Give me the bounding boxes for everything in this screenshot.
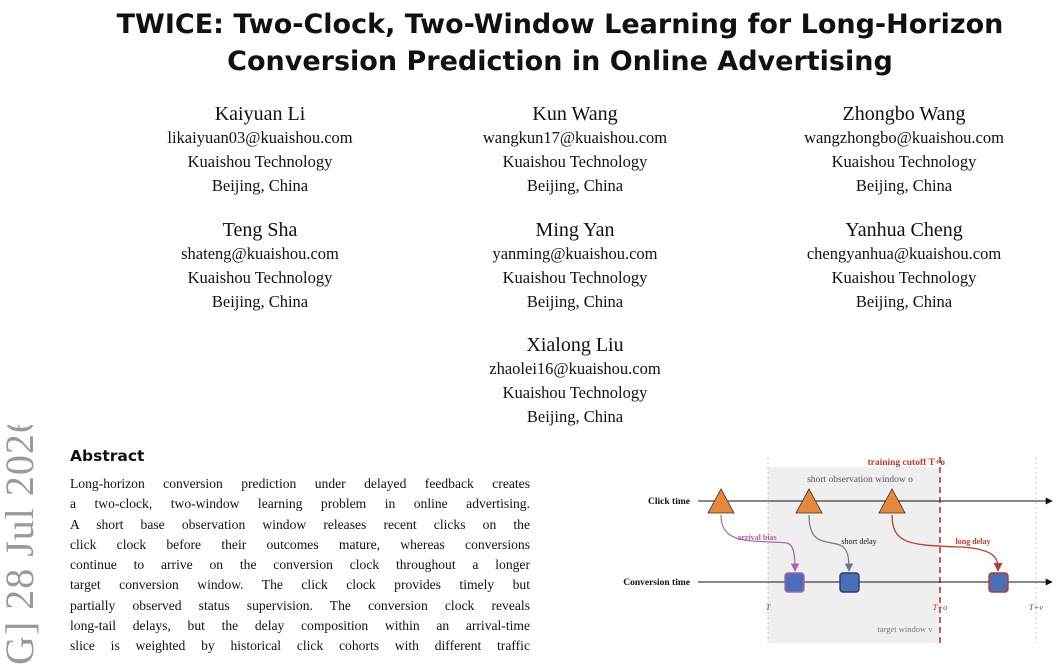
author-affiliation: Kuaishou Technology	[831, 152, 977, 171]
tick-t-plus-v: T+v	[1029, 602, 1043, 612]
author-affiliation: Kuaishou Technology	[187, 268, 333, 287]
author-email: zhaolei16@kuaishou.com	[489, 359, 661, 378]
abstract-line: a two-clock, two-window learning problem…	[70, 496, 530, 512]
click-time-label: Click time	[648, 497, 690, 507]
short-window-label: short observation window o	[807, 475, 913, 485]
author-name: Yanhua Cheng	[845, 219, 963, 241]
author-location: Beijing, China	[526, 407, 624, 426]
tick-t-plus-o: T+o	[933, 602, 948, 612]
title-line-1: TWICE: Two-Clock, Two-Window Learning fo…	[116, 9, 1004, 40]
abstract-line: partially observed status supervision. T…	[70, 597, 530, 613]
author-affiliation: Kuaishou Technology	[502, 268, 648, 287]
author-card: Teng Sha shateng@kuaishou.com Kuaishou T…	[110, 218, 410, 314]
training-cutoff-label: training cutoff T+o	[867, 458, 945, 468]
author-name: Zhongbo Wang	[842, 103, 966, 125]
conversion-event-marker	[839, 572, 860, 593]
abstract-line: A short base observation window releases…	[70, 516, 530, 532]
author-email: shateng@kuaishou.com	[181, 244, 339, 263]
author-affiliation: Kuaishou Technology	[187, 152, 333, 171]
click-event-marker	[878, 488, 906, 514]
conversion-event-marker	[784, 572, 805, 593]
arxiv-stamp: G] 28 Jul 2026	[0, 425, 54, 667]
author-affiliation: Kuaishou Technology	[502, 152, 648, 171]
author-email: wangkun17@kuaishou.com	[482, 128, 668, 147]
click-event-marker	[707, 488, 735, 514]
author-card: Kun Wang wangkun17@kuaishou.com Kuaishou…	[425, 102, 725, 198]
author-location: Beijing, China	[855, 176, 953, 195]
author-location: Beijing, China	[526, 292, 624, 311]
arrival-bias-arrow	[720, 514, 800, 572]
abstract-line: slice is weighted by historical click co…	[70, 638, 530, 654]
author-card: Ming Yan yanming@kuaishou.com Kuaishou T…	[425, 218, 725, 314]
arrival-bias-label: arrival bias	[737, 533, 776, 542]
target-window-label: target window v	[877, 624, 933, 634]
abstract-body: Long-horizon conversion prediction under…	[70, 474, 530, 657]
author-location: Beijing, China	[211, 176, 309, 195]
abstract-line: long-tail delays, but the delay composit…	[70, 618, 530, 634]
author-email: likaiyuan03@kuaishou.com	[167, 128, 353, 147]
author-location: Beijing, China	[211, 292, 309, 311]
author-card: Kaiyuan Li likaiyuan03@kuaishou.com Kuai…	[110, 102, 410, 198]
conversion-time-label: Conversion time	[623, 578, 690, 588]
abstract-heading: Abstract	[70, 447, 145, 465]
paper-title: TWICE: Two-Clock, Two-Window Learning fo…	[60, 6, 1059, 80]
conversion-event-marker	[988, 572, 1009, 593]
long-delay-arrow	[891, 514, 1003, 572]
abstract-line: Long-horizon conversion prediction under…	[70, 476, 530, 491]
tick-t: T	[766, 602, 772, 612]
author-name: Kaiyuan Li	[214, 103, 306, 125]
author-name: Kun Wang	[532, 103, 618, 125]
arxiv-stamp-text: G] 28 Jul 2026	[0, 425, 42, 665]
author-name: Ming Yan	[535, 219, 615, 241]
author-name: Teng Sha	[222, 219, 298, 241]
author-location: Beijing, China	[526, 176, 624, 195]
click-event-marker	[795, 488, 823, 514]
abstract-line: click clock before their outcomes mature…	[70, 536, 530, 552]
author-card: Xialong Liu zhaolei16@kuaishou.com Kuais…	[425, 333, 725, 429]
author-affiliation: Kuaishou Technology	[831, 268, 977, 287]
author-email: yanming@kuaishou.com	[492, 244, 658, 263]
title-line-2: Conversion Prediction in Online Advertis…	[227, 46, 893, 77]
author-email: wangzhongbo@kuaishou.com	[804, 128, 1004, 147]
observation-window-region	[768, 467, 940, 643]
timeline-figure: training cutoff T+o short observation wi…	[623, 457, 1053, 643]
author-location: Beijing, China	[855, 292, 953, 311]
author-affiliation: Kuaishou Technology	[502, 383, 648, 402]
abstract-line: target conversion window. The click cloc…	[70, 577, 530, 593]
abstract-line: continue to arrive on the conversion clo…	[70, 557, 530, 573]
short-delay-label: short delay	[841, 537, 876, 546]
author-email: chengyanhua@kuaishou.com	[806, 244, 1002, 263]
long-delay-label: long delay	[956, 537, 991, 546]
short-delay-arrow	[808, 514, 854, 572]
author-card: Zhongbo Wang wangzhongbo@kuaishou.com Ku…	[754, 102, 1054, 198]
author-card: Yanhua Cheng chengyanhua@kuaishou.com Ku…	[754, 218, 1054, 314]
author-name: Xialong Liu	[526, 334, 624, 356]
